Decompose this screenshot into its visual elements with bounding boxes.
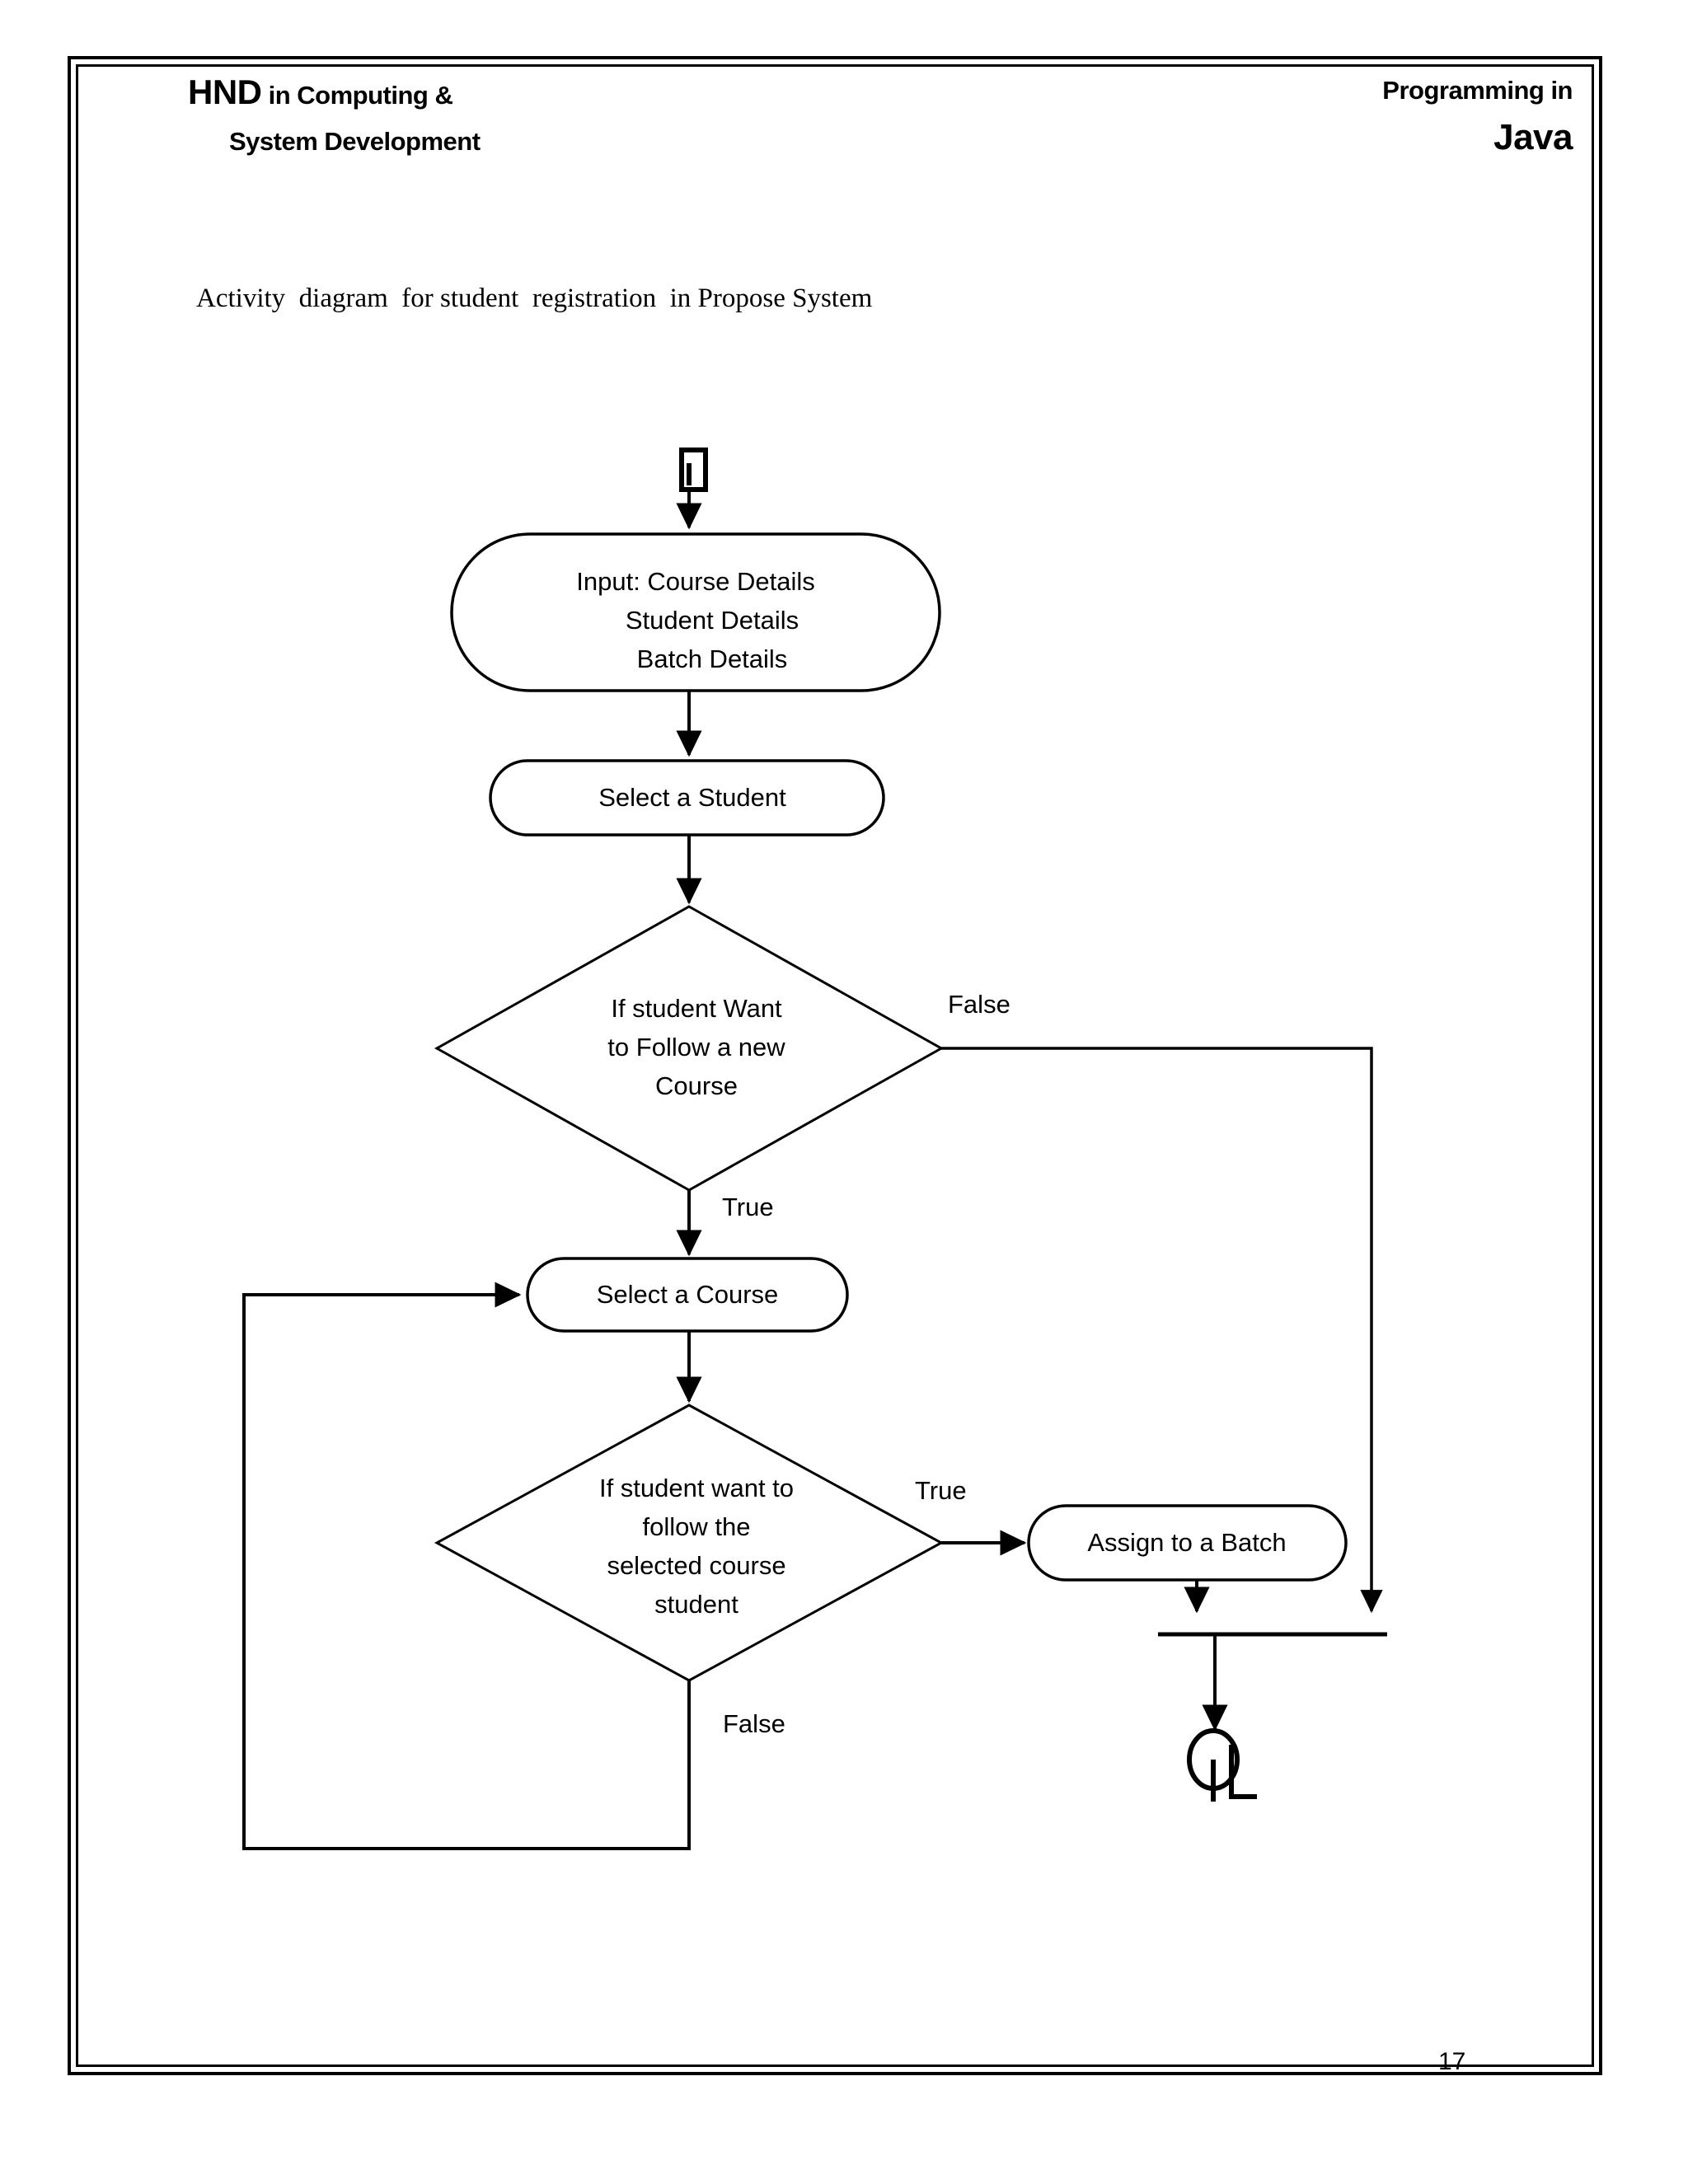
- node-input: Input: Course Details Student Details Ba…: [450, 532, 941, 692]
- header-left: HND in Computing & System Development: [188, 73, 930, 157]
- page-border-outer: [68, 56, 1602, 2075]
- decision-new-course: If student Want to Follow a new Course: [434, 905, 945, 1192]
- decision1-line2: to Follow a new: [607, 1033, 785, 1062]
- node-select-student-label: Select a Student: [598, 783, 786, 812]
- decision2-line1: If student want to: [599, 1474, 794, 1502]
- start-node: [679, 448, 708, 492]
- page-border-inner: [76, 64, 1594, 2067]
- node-select-student: Select a Student: [489, 759, 885, 837]
- diagram-caption: Activity diagram for student registratio…: [196, 284, 873, 313]
- label-true-bottom: True: [915, 1476, 967, 1505]
- header-right: Programming in Java: [1078, 76, 1573, 158]
- header-hnd-text: HND: [188, 73, 262, 111]
- node-input-line3: Batch Details: [637, 644, 788, 673]
- header-hnd-suffix: in Computing &: [261, 81, 453, 110]
- header-left-line1: HND in Computing &: [188, 73, 930, 112]
- edge-decision2-false: [242, 1282, 691, 1850]
- node-input-line1: Input: Course Details: [576, 567, 814, 596]
- node-assign-batch: Assign to a Batch: [1027, 1504, 1348, 1582]
- node-select-course-label: Select a Course: [597, 1280, 779, 1309]
- page-number: 17: [1438, 2048, 1466, 2075]
- node-input-line2: Student Details: [626, 606, 799, 635]
- label-false-top: False: [948, 990, 1010, 1019]
- decision-follow-selected: If student want to follow the selected c…: [434, 1404, 945, 1682]
- edge-decision1-false: [941, 1047, 1383, 1614]
- decision2-line2: follow the: [643, 1512, 751, 1541]
- end-node: [1187, 1728, 1257, 1802]
- header-right-line2: Java: [1493, 117, 1573, 157]
- label-false-bottom: False: [723, 1709, 785, 1738]
- decision2-line3: selected course: [607, 1551, 785, 1580]
- header-left-line2: System Development: [229, 127, 481, 156]
- label-true-top: True: [722, 1193, 774, 1221]
- decision1-line3: Course: [655, 1071, 738, 1100]
- node-assign-batch-label: Assign to a Batch: [1087, 1528, 1286, 1557]
- decision1-line1: If student Want: [611, 994, 782, 1023]
- node-select-course: Select a Course: [526, 1257, 849, 1333]
- decision2-line4: student: [654, 1590, 738, 1619]
- header-right-line1: Programming in: [1382, 76, 1573, 105]
